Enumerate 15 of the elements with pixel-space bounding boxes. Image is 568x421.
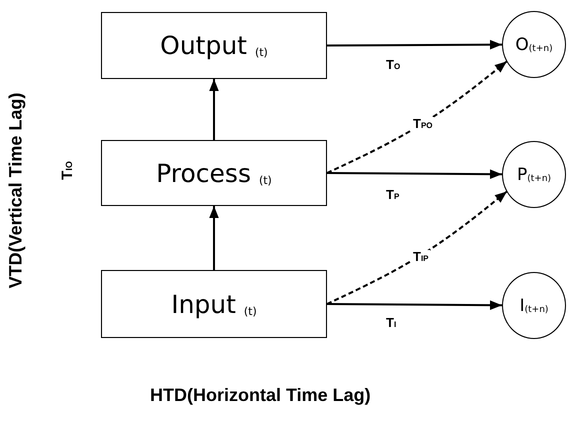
arrow	[327, 300, 502, 310]
process-box	[101, 140, 327, 206]
dashed-arrow	[326, 190, 508, 305]
box-label: Input $_{(t)}$	[171, 290, 257, 318]
box-label: Process $_{(t)}$	[156, 158, 272, 188]
dashed-arrow	[326, 60, 508, 174]
arrow	[327, 40, 502, 50]
box-label: Output $_{(t)}$	[160, 31, 268, 60]
axis-label: HTD(Horizontal Time Lag)	[150, 385, 371, 406]
process-box	[101, 12, 327, 79]
axis-label: VTD(Vertical Time Lag)	[5, 92, 26, 288]
process-box	[101, 270, 327, 338]
arrow	[209, 206, 219, 270]
arrow	[209, 79, 219, 140]
arrow	[327, 169, 502, 179]
